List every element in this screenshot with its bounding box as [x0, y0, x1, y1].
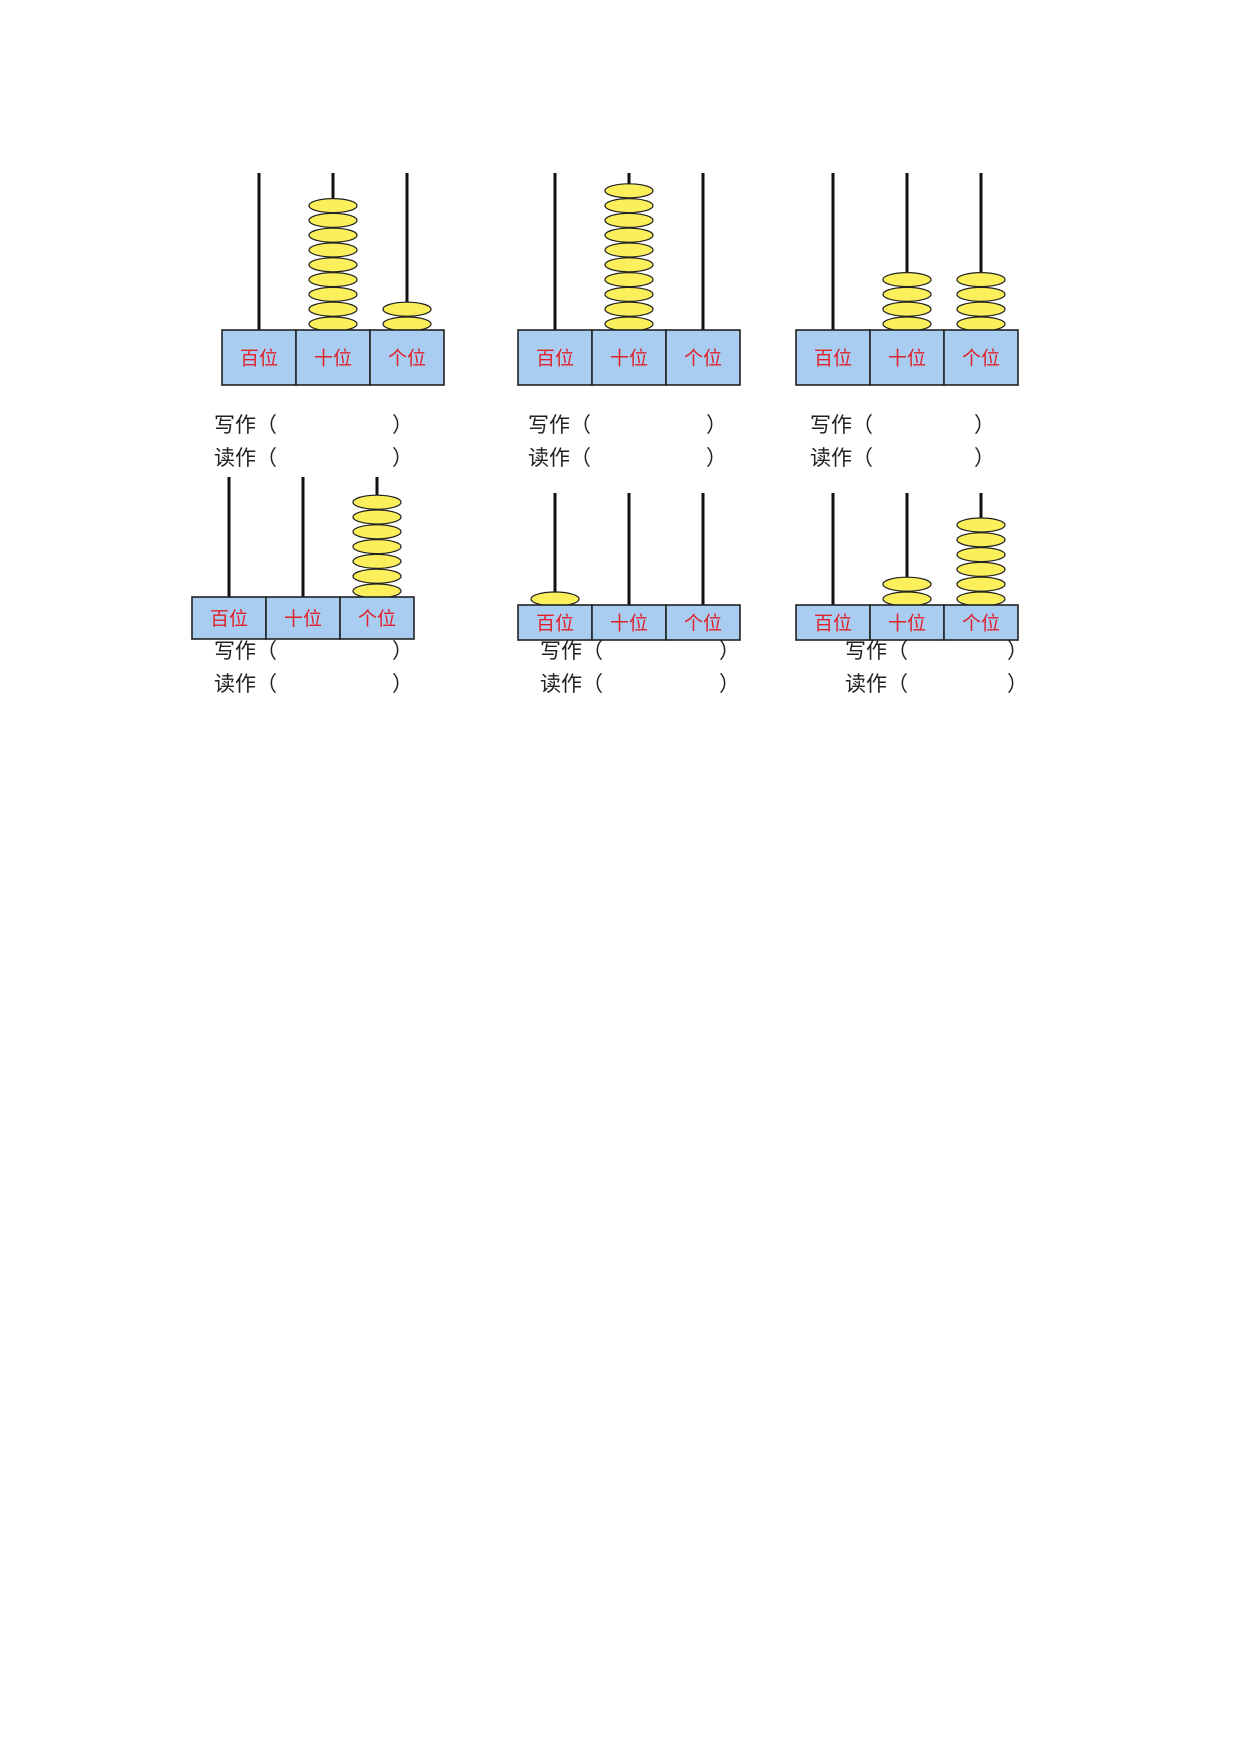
bead-tens: [883, 273, 931, 287]
bead-tens: [309, 258, 357, 272]
bead-ones: [957, 273, 1005, 287]
bead-tens: [309, 213, 357, 227]
bead-ones: [353, 584, 401, 598]
read-prompt: 读作（: [845, 672, 908, 696]
bead-tens: [605, 258, 653, 272]
bead-ones: [957, 518, 1005, 532]
column-label-ones: 个位: [684, 348, 722, 370]
column-label-hundreds: 百位: [814, 348, 852, 370]
column-label-tens: 十位: [610, 613, 648, 635]
read-answer-close: ）: [974, 446, 995, 470]
bead-tens: [309, 317, 357, 331]
column-label-hundreds: 百位: [210, 608, 248, 630]
bead-tens: [309, 302, 357, 316]
bead-tens: [883, 592, 931, 606]
bead-ones: [957, 548, 1005, 562]
bead-ones: [353, 510, 401, 524]
bead-ones: [383, 317, 431, 331]
read-answer-close: ）: [719, 672, 740, 696]
bead-tens: [605, 228, 653, 242]
read-prompt: 读作（: [214, 672, 277, 696]
read-prompt: 读作（: [214, 446, 277, 470]
bead-tens: [605, 243, 653, 257]
bead-ones: [353, 540, 401, 554]
bead-tens: [309, 273, 357, 287]
bead-ones: [957, 577, 1005, 591]
bead-tens: [605, 302, 653, 316]
read-answer-close: ）: [392, 672, 413, 696]
column-label-hundreds: 百位: [814, 613, 852, 635]
column-label-hundreds: 百位: [240, 348, 278, 370]
bead-tens: [605, 287, 653, 301]
write-answer-close: ）: [392, 639, 413, 663]
bead-tens: [309, 199, 357, 213]
bead-tens: [605, 184, 653, 198]
write-answer-close: ）: [706, 413, 727, 437]
bead-ones: [957, 533, 1005, 547]
column-label-ones: 个位: [962, 613, 1000, 635]
bead-ones: [957, 592, 1005, 606]
bead-hundreds: [531, 592, 579, 606]
bead-tens: [605, 213, 653, 227]
column-label-hundreds: 百位: [536, 613, 574, 635]
bead-ones: [353, 569, 401, 583]
write-prompt: 写作（: [214, 413, 277, 437]
bead-tens: [309, 287, 357, 301]
read-answer-close: ）: [392, 446, 413, 470]
bead-tens: [883, 287, 931, 301]
write-prompt: 写作（: [845, 639, 908, 663]
abacus-3: 百位 十位 个位写作（ ） 读作（ ）: [796, 173, 1018, 470]
write-prompt: 写作（: [214, 639, 277, 663]
bead-tens: [883, 302, 931, 316]
write-prompt: 写作（: [810, 413, 873, 437]
bead-ones: [957, 562, 1005, 576]
bead-ones: [957, 317, 1005, 331]
column-label-tens: 十位: [610, 348, 648, 370]
column-label-ones: 个位: [388, 348, 426, 370]
column-label-tens: 十位: [888, 613, 926, 635]
bead-tens: [883, 577, 931, 591]
read-answer-close: ）: [706, 446, 727, 470]
bead-ones: [353, 525, 401, 539]
column-label-ones: 个位: [962, 348, 1000, 370]
write-answer-close: ）: [392, 413, 413, 437]
write-answer-close: ）: [719, 639, 740, 663]
bead-ones: [353, 495, 401, 509]
column-label-tens: 十位: [314, 348, 352, 370]
column-label-ones: 个位: [358, 608, 396, 630]
column-label-ones: 个位: [684, 613, 722, 635]
read-prompt: 读作（: [810, 446, 873, 470]
write-prompt: 写作（: [528, 413, 591, 437]
bead-tens: [605, 199, 653, 213]
bead-ones: [957, 287, 1005, 301]
read-prompt: 读作（: [540, 672, 603, 696]
write-answer-close: ）: [1007, 639, 1028, 663]
write-answer-close: ）: [974, 413, 995, 437]
bead-tens: [883, 317, 931, 331]
read-prompt: 读作（: [528, 446, 591, 470]
bead-tens: [309, 228, 357, 242]
column-label-hundreds: 百位: [536, 348, 574, 370]
write-prompt: 写作（: [540, 639, 603, 663]
column-label-tens: 十位: [284, 608, 322, 630]
bead-tens: [605, 273, 653, 287]
bead-tens: [605, 317, 653, 331]
bead-ones: [383, 302, 431, 316]
bead-ones: [957, 302, 1005, 316]
bead-tens: [309, 243, 357, 257]
column-label-tens: 十位: [888, 348, 926, 370]
read-answer-close: ）: [1007, 672, 1028, 696]
bead-ones: [353, 554, 401, 568]
